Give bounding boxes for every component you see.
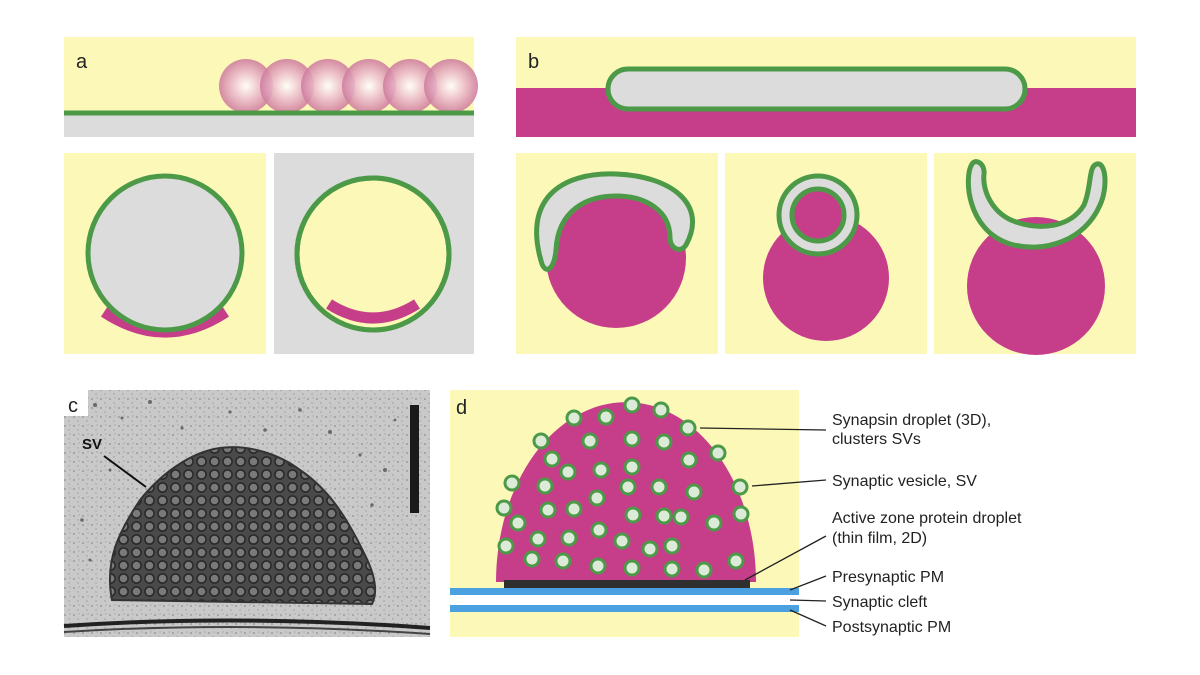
callout-synapsin-line1: Synapsin droplet (3D), <box>832 412 991 429</box>
callout-postsynaptic-pm: Postsynaptic PM <box>832 619 951 636</box>
panel-b-bottom-2 <box>725 153 927 354</box>
synaptic-cleft <box>450 595 799 605</box>
panel-b-bottom-1 <box>516 153 718 354</box>
callout-active-zone-line2: (thin film, 2D) <box>832 530 927 547</box>
panel-letter-a: a <box>76 51 88 73</box>
panel-b-top: b <box>516 37 1136 137</box>
synaptic-vesicle-dot <box>565 409 583 427</box>
panel-c: c SV <box>63 390 431 637</box>
synaptic-vesicle-dot <box>652 401 670 419</box>
synaptic-vesicle-dot <box>543 450 561 468</box>
synaptic-vesicle-dot <box>495 499 513 517</box>
flat-sheet <box>605 66 1028 112</box>
callout-cleft-line1: Synaptic cleft <box>832 594 928 611</box>
cup-sheet <box>965 159 1108 250</box>
sv-label: SV <box>82 436 102 453</box>
panel-a-bottom-right <box>274 153 474 354</box>
synaptic-membrane <box>63 618 431 630</box>
synaptic-vesicle-dot <box>655 433 673 451</box>
synaptic-vesicle-dot <box>679 419 697 437</box>
synaptic-vesicle-dot <box>592 461 610 479</box>
synaptic-vesicle-dot <box>497 537 515 555</box>
synaptic-vesicle-dot <box>672 508 690 526</box>
synaptic-vesicle-dot <box>590 521 608 539</box>
callout-synaptic-cleft: Synaptic cleft <box>832 594 928 611</box>
curved-sheet <box>534 171 695 272</box>
callout-active-zone-line1: Active zone protein droplet <box>832 510 1022 527</box>
synaptic-vesicle-dot <box>619 478 637 496</box>
synaptic-vesicle-dot <box>623 430 641 448</box>
callout-vesicle-line1: Synaptic vesicle, SV <box>832 473 977 490</box>
synaptic-vesicle-dot <box>581 432 599 450</box>
vesicle-cluster <box>108 446 377 606</box>
scale-bar <box>410 405 419 513</box>
presynaptic-membrane <box>450 588 799 595</box>
synaptic-vesicle-dot <box>589 557 607 575</box>
panel-letter-c: c <box>68 395 78 417</box>
synaptic-vesicle-dot <box>663 537 681 555</box>
droplet <box>967 217 1105 355</box>
synaptic-vesicle-dot <box>663 560 681 578</box>
sv-pointer <box>103 455 147 488</box>
active-zone-film <box>504 580 750 588</box>
droplet <box>546 188 686 328</box>
em-debris <box>80 400 397 562</box>
synaptic-vesicle-dot <box>529 530 547 548</box>
callout-lines <box>699 427 827 627</box>
panel-letter-b: b <box>528 51 539 73</box>
synaptic-vesicle-dot <box>559 463 577 481</box>
synaptic-vesicle-dot <box>624 506 642 524</box>
vesicle-gray-fill <box>85 173 245 333</box>
synaptic-vesicle-dot <box>623 396 641 414</box>
callout-presynaptic-line1: Presynaptic PM <box>832 569 944 586</box>
synaptic-vesicle-dot <box>650 478 668 496</box>
synaptic-vesicle-dot <box>565 500 583 518</box>
synaptic-vesicle-dot <box>536 477 554 495</box>
vesicle-group <box>495 396 750 579</box>
synaptic-vesicle-dot <box>509 514 527 532</box>
synaptic-vesicle-dot <box>732 505 750 523</box>
protein-beads <box>219 59 478 113</box>
panel-b-bottom-3 <box>934 153 1136 355</box>
panel-d: d Synapsin droplet (3D), clusters SVs Sy… <box>450 390 1026 637</box>
synaptic-vesicle-dot <box>727 552 745 570</box>
synaptic-vesicle-dot <box>539 501 557 519</box>
synaptic-vesicle-dot <box>560 529 578 547</box>
panel-letter-d: d <box>456 397 467 419</box>
synaptic-vesicle-dot <box>623 559 641 577</box>
synaptic-vesicle-dot <box>554 552 572 570</box>
callout-synapsin-line2: clusters SVs <box>832 431 921 448</box>
panel-b: b <box>516 37 1136 355</box>
synaptic-vesicle-dot <box>523 550 541 568</box>
magenta-arc-inside <box>326 299 420 324</box>
synaptic-vesicle-dot <box>613 532 631 550</box>
synaptic-vesicle-dot <box>685 483 703 501</box>
postsynaptic-membrane <box>450 605 799 612</box>
synaptic-vesicle-dot <box>532 432 550 450</box>
synaptic-vesicle-dot <box>588 489 606 507</box>
synaptic-vesicle-dot <box>623 458 641 476</box>
synaptic-vesicle-dot <box>655 507 673 525</box>
panel-letter-c-bg <box>64 390 88 416</box>
synaptic-vesicle-dot <box>641 540 659 558</box>
synaptic-vesicle-dot <box>731 478 749 496</box>
callout-synaptic-vesicle: Synaptic vesicle, SV <box>832 473 977 490</box>
panel-a: a <box>64 37 478 354</box>
synaptic-vesicle-dot <box>503 474 521 492</box>
synaptic-vesicle-dot <box>597 408 615 426</box>
callout-active-zone: Active zone protein droplet (thin film, … <box>832 510 1026 547</box>
callout-synapsin-droplet: Synapsin droplet (3D), clusters SVs <box>832 412 996 448</box>
panel-a-top: a <box>64 37 478 137</box>
callout-presynaptic-pm: Presynaptic PM <box>832 569 944 586</box>
synaptic-vesicle-dot <box>680 451 698 469</box>
synaptic-vesicle-dot <box>695 561 713 579</box>
closed-ring-inner <box>789 186 847 244</box>
panel-a-bottom-left <box>64 153 266 354</box>
synaptic-vesicle-dot <box>705 514 723 532</box>
synaptic-vesicle-dot <box>709 444 727 462</box>
callout-postsynaptic-line1: Postsynaptic PM <box>832 619 951 636</box>
